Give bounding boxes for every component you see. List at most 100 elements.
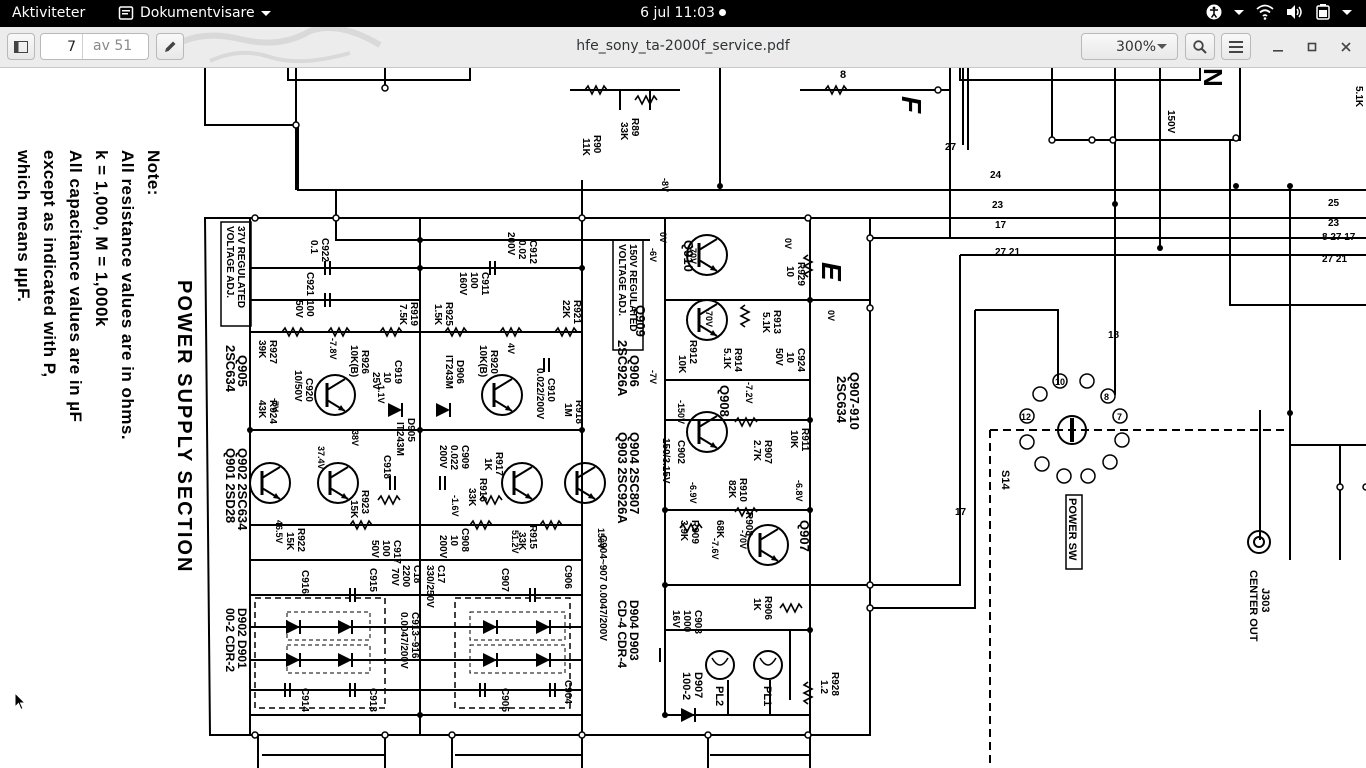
label-r908: R908 bbox=[743, 512, 754, 536]
label-voltage: -150V bbox=[676, 400, 686, 424]
label-c903-value: 1000 bbox=[681, 610, 692, 633]
label-c908-rating: 200V bbox=[437, 535, 448, 559]
label-r918-value: 1M bbox=[562, 403, 573, 417]
label-r906-value: 1K bbox=[751, 598, 762, 612]
label-r925: R925 bbox=[443, 302, 454, 326]
label-q901: Q901 2SD28 bbox=[223, 448, 238, 523]
label-c914: C914 bbox=[299, 688, 310, 712]
label-c909-rating: 200V bbox=[437, 445, 448, 469]
label-c904: C904 bbox=[562, 680, 573, 704]
app-menu[interactable]: Dokumentvisare bbox=[118, 5, 271, 21]
volume-icon bbox=[1287, 5, 1302, 19]
search-button[interactable] bbox=[1185, 33, 1215, 60]
switch-pin-12: 12 bbox=[1021, 412, 1031, 422]
label-c921-rating: 50V bbox=[293, 300, 304, 318]
top-bar: Aktiviteter Dokumentvisare 6 jul 11:03 bbox=[0, 0, 1366, 27]
activities-button[interactable]: Aktiviteter bbox=[12, 5, 86, 21]
label-voltage: 51.2V bbox=[510, 530, 520, 554]
menu-button[interactable] bbox=[1221, 33, 1251, 60]
maximize-button[interactable] bbox=[1302, 37, 1322, 57]
label-r912-value: 10K bbox=[676, 355, 687, 374]
label-c911-rating: 160V bbox=[457, 272, 468, 296]
label-r912: R912 bbox=[687, 340, 698, 364]
label-q902: Q902 2SC634 bbox=[235, 448, 250, 531]
wire-label-8: 8 bbox=[840, 69, 846, 81]
label-r920: R920 bbox=[488, 350, 499, 374]
label-c913-916: C913~916 bbox=[409, 612, 420, 659]
label-c920: C920 bbox=[303, 378, 314, 402]
label-d906-type: IT243M bbox=[443, 355, 454, 389]
page-number-input[interactable] bbox=[41, 34, 83, 59]
close-button[interactable] bbox=[1336, 37, 1356, 57]
label-c904-907: C904~907 0.0047/200V bbox=[597, 535, 608, 641]
label-r923-value: 15K bbox=[348, 500, 359, 519]
label-c919: C919 bbox=[392, 360, 403, 384]
dragon-watermark bbox=[157, 27, 382, 64]
label-r911-value: 10K bbox=[788, 430, 799, 449]
label-r89-value: 33K bbox=[618, 122, 629, 141]
document-viewer-icon bbox=[118, 6, 134, 20]
label-r89: R89 bbox=[629, 118, 640, 137]
label-c913: C913 bbox=[367, 688, 378, 712]
clock[interactable]: 6 jul 11:03 bbox=[640, 5, 726, 21]
label-d902-d901: D902 D901 bbox=[235, 608, 249, 669]
label-c917: C917 bbox=[391, 540, 402, 564]
wire-label-27: 27 bbox=[945, 142, 957, 153]
label-center-out: CENTER OUT bbox=[1247, 570, 1259, 642]
label-c18-value: 2200 bbox=[400, 565, 411, 588]
label-r90-value: 11K bbox=[580, 138, 591, 157]
page-total: av 51 bbox=[93, 38, 133, 54]
label-r909: R909 bbox=[689, 520, 700, 544]
wire-label-27-21b: 27 21 bbox=[1322, 254, 1347, 265]
label-voltage: 0V bbox=[658, 232, 668, 243]
label-voltage: -7.6V bbox=[710, 538, 720, 560]
label-d904-d903: D904 D903 bbox=[627, 600, 641, 661]
wire-label-23b: 23 bbox=[1328, 218, 1340, 229]
label-c912: C912 bbox=[527, 240, 538, 264]
label-c916: C916 bbox=[299, 570, 310, 594]
chevron-down-icon bbox=[1157, 44, 1167, 49]
label-voltage: 0V bbox=[783, 238, 793, 249]
section-letter-e: E bbox=[816, 262, 847, 282]
label-r919-value: 7.5K bbox=[397, 304, 408, 326]
label-c903-rating: 16V bbox=[670, 610, 681, 628]
label-r928-value: 1.2 bbox=[818, 680, 829, 694]
label-c918: C918 bbox=[381, 455, 392, 479]
annotate-button[interactable] bbox=[156, 33, 184, 60]
label-c909: C909 bbox=[459, 445, 470, 469]
label-c911-value: 100 bbox=[468, 272, 479, 289]
label-power-sw: POWER SW bbox=[1066, 498, 1078, 561]
document-view[interactable]: Note: All resistance values are in ohms.… bbox=[0, 68, 1366, 768]
label-r929-value: 10 bbox=[784, 266, 795, 278]
label-r913: R913 bbox=[771, 310, 782, 334]
label-r928: R928 bbox=[829, 672, 840, 696]
system-tray[interactable] bbox=[1206, 4, 1352, 20]
label-c915: C915 bbox=[367, 568, 378, 592]
search-icon bbox=[1193, 39, 1207, 54]
accessibility-chevron-icon[interactable] bbox=[1234, 9, 1244, 15]
page-navigator: av 51 bbox=[40, 33, 149, 60]
label-r-5-1k: 5.1K bbox=[1353, 86, 1364, 108]
label-r906: R906 bbox=[762, 596, 773, 620]
label-c922-value: 0.1 bbox=[308, 240, 319, 254]
accessibility-icon[interactable] bbox=[1206, 4, 1222, 20]
label-c911: C911 bbox=[479, 272, 490, 296]
label-r916-value: 33K bbox=[466, 488, 477, 507]
minimize-button[interactable] bbox=[1268, 37, 1288, 57]
label-voltage: -7.2V bbox=[744, 382, 754, 404]
label-150v-right: 150V bbox=[1165, 110, 1176, 134]
label-r922: R922 bbox=[295, 528, 306, 552]
chevron-down-icon bbox=[260, 10, 271, 16]
schematic-drawing: POWER SUPPLY SECTION 37V REGULATED VOLTA… bbox=[173, 68, 1366, 768]
sidebar-toggle-button[interactable] bbox=[7, 33, 35, 60]
label-r924: R924 bbox=[267, 400, 278, 424]
switch-pin-8: 8 bbox=[1104, 392, 1109, 402]
label-q910: Q910 bbox=[681, 240, 696, 272]
zoom-dropdown[interactable]: 300% bbox=[1081, 33, 1178, 60]
system-menu-chevron-icon[interactable] bbox=[1342, 9, 1352, 15]
switch-pin-10: 10 bbox=[1055, 377, 1065, 387]
label-r925-value: 1.5K bbox=[432, 304, 443, 326]
label-c17-value: 330/250V bbox=[424, 565, 435, 608]
label-c907: C907 bbox=[499, 568, 510, 592]
label-q906-type: 2SC926A bbox=[615, 340, 630, 397]
